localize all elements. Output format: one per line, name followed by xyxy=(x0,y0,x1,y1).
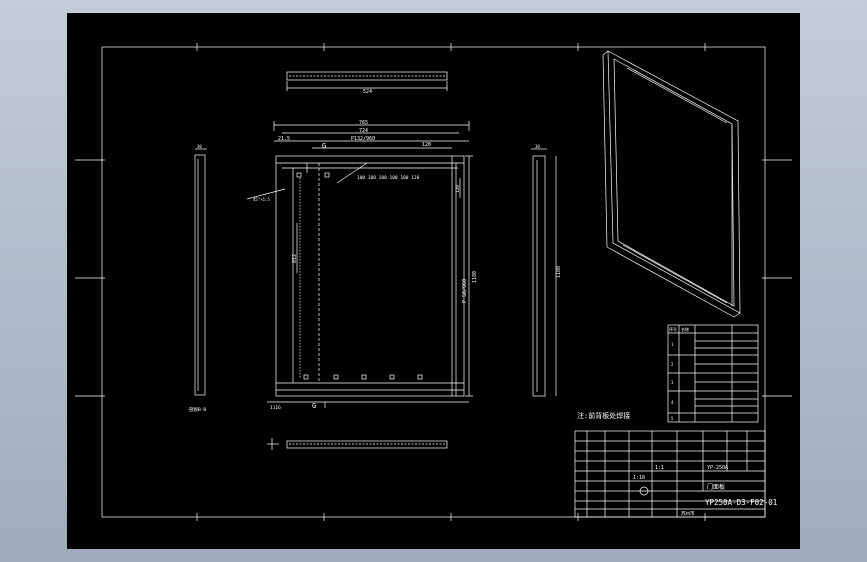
dim-front-overall: 765 xyxy=(359,120,368,126)
title-block xyxy=(574,430,766,518)
parts-table xyxy=(667,324,759,423)
dim-front-left-vertical: 812 xyxy=(292,254,298,263)
dim-side-right-height: 1180 xyxy=(556,266,562,278)
dim-front-gap: 120 xyxy=(422,142,431,148)
parts-row-2: 2 xyxy=(671,362,674,367)
parts-row-3: 3 xyxy=(671,380,674,385)
mark-g-top: G xyxy=(322,142,326,150)
dim-front-right-pitch: P 50/960 xyxy=(462,279,468,303)
dim-front-left-offset: 21.5 xyxy=(278,136,290,142)
drawing-sheet[interactable]: 5 2 4 xyxy=(67,13,800,549)
dim-top-strip: 524 xyxy=(363,89,372,95)
drawing-frame xyxy=(101,46,766,518)
note-text: 注:前背板处焊接 xyxy=(577,411,630,420)
right-side-view xyxy=(531,148,557,397)
parts-row-4: 4 xyxy=(671,400,674,405)
zone-ticks xyxy=(75,43,792,521)
dim-front-hole-row: 100 100 100 100 100 120 xyxy=(357,175,420,181)
parts-row-5: 5 xyxy=(671,416,674,421)
isometric-view xyxy=(602,50,741,318)
dim-front-inner: 724 xyxy=(359,128,368,134)
drawing-number: YP250A-D3-F02-01 xyxy=(705,498,777,507)
dim-side-left-top: 30 xyxy=(197,144,202,149)
front-view xyxy=(246,121,473,408)
dim-front-pitch: P132/960 xyxy=(351,136,375,142)
company-name: 苏州市 xyxy=(681,510,695,517)
scale-value: 1:10 xyxy=(633,475,645,481)
model-name: YP-250A xyxy=(707,465,728,471)
dim-front-vertical-small: 120 xyxy=(455,185,461,193)
bottom-strip-view xyxy=(267,438,448,450)
dim-side-right-top: 30 xyxy=(535,144,540,149)
section-label: 剖视B-B xyxy=(189,406,206,413)
dim-angle-label: 45°×1.5 xyxy=(253,197,270,202)
mark-g-bottom: G xyxy=(312,402,316,410)
drawing-canvas: 5 2 4 xyxy=(75,43,792,521)
dim-front-bottom-left: 1116 xyxy=(270,405,281,411)
part-name: 门面板 xyxy=(707,483,725,491)
parts-row-1: 1 xyxy=(671,342,674,347)
parts-header-name: 名称 xyxy=(681,326,689,332)
parts-header-index: 序号 xyxy=(669,326,677,332)
dim-front-height: 1180 xyxy=(472,271,478,283)
left-side-view xyxy=(194,148,207,396)
ratio-value: 1:1 xyxy=(655,465,664,471)
top-strip-view xyxy=(286,71,448,91)
